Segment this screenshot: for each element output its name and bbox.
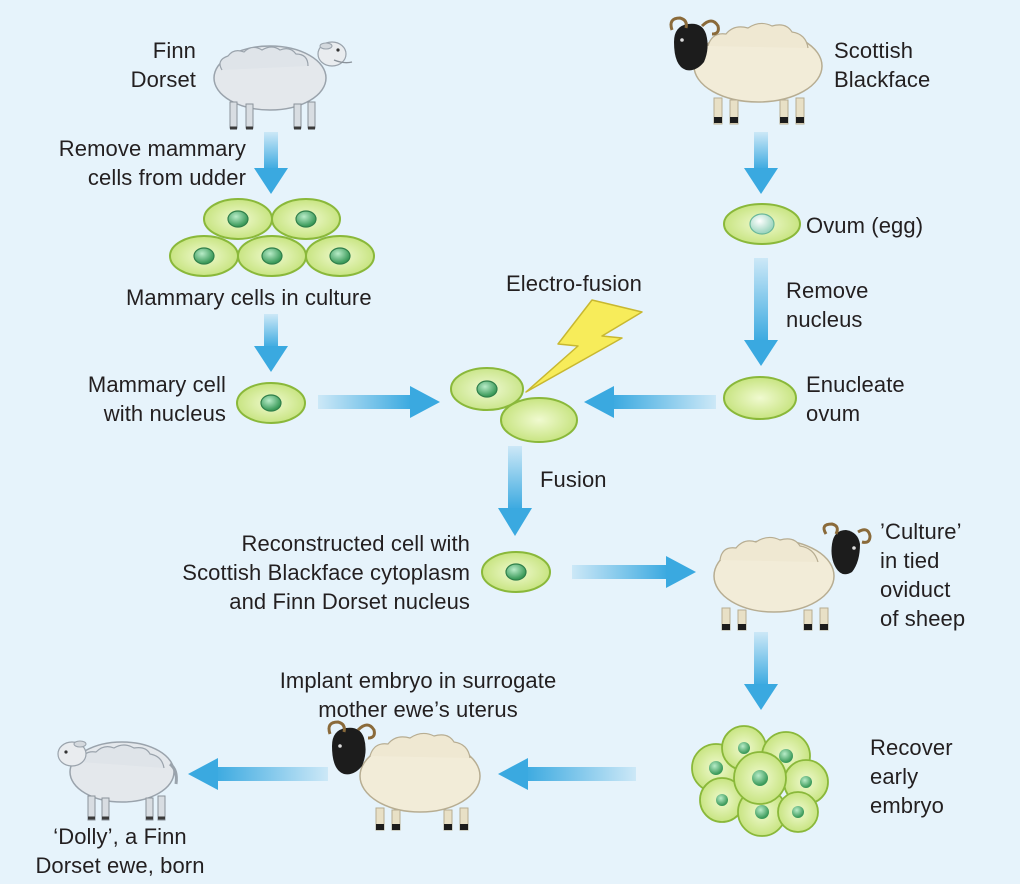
- label-scottish-blackface: Scottish Blackface: [834, 38, 931, 92]
- finn-dorset-sheep-icon: [213, 41, 353, 130]
- arrow-finn-to-cells: [254, 132, 288, 194]
- arrow-oviduct-to-embryo: [744, 632, 778, 710]
- arrow-surrogate-to-dolly: [188, 758, 328, 790]
- arrow-cell-to-fusion: [318, 386, 440, 418]
- label-mammary-culture: Mammary cells in culture: [126, 285, 372, 310]
- arrow-enucleate-to-fusion: [584, 386, 716, 418]
- arrow-reconstructed-to-oviduct: [572, 556, 696, 588]
- arrow-fusion-down: [498, 446, 532, 536]
- label-implant-embryo: Implant embryo in surrogate mother ewe’s…: [279, 668, 557, 722]
- label-remove-mammary: Remove mammary cells from udder: [58, 136, 246, 190]
- label-enucleate-ovum: Enucleate ovum: [806, 372, 905, 426]
- label-finn-dorset: Finn Dorset: [130, 38, 196, 92]
- culture-sheep-icon: [713, 522, 872, 631]
- scottish-blackface-sheep-icon: [669, 16, 823, 125]
- mammary-cell-icon: [236, 382, 306, 424]
- ovum-cell-icon: [723, 203, 801, 245]
- arrow-ovum-to-enucleate: [744, 258, 778, 366]
- mammary-cells-cluster: [169, 198, 375, 277]
- reconstructed-cell-icon: [481, 551, 551, 593]
- lightning-bolt-icon: [525, 299, 643, 393]
- label-culture-oviduct: ’Culture’ in tied oviduct of sheep: [880, 519, 966, 631]
- fusion-cells-icon: [450, 367, 578, 443]
- label-mammary-cell-nucleus: Mammary cell with nucleus: [87, 372, 226, 426]
- label-dolly: ‘Dolly’, a Finn Dorset ewe, born: [35, 824, 205, 878]
- arrow-culture-to-cell: [254, 314, 288, 372]
- label-ovum-egg: Ovum (egg): [806, 213, 924, 238]
- label-reconstructed-cell: Reconstructed cell with Scottish Blackfa…: [182, 531, 470, 614]
- label-recover-embryo: Recover early embryo: [870, 735, 953, 818]
- arrow-blackface-to-ovum: [744, 132, 778, 194]
- arrow-embryo-to-surrogate: [498, 758, 636, 790]
- label-electro-fusion: Electro-fusion: [506, 271, 642, 296]
- dolly-sheep-icon: [57, 740, 178, 821]
- surrogate-sheep-icon: [327, 720, 481, 831]
- embryo-icon: [691, 725, 829, 837]
- label-remove-nucleus: Remove nucleus: [786, 278, 869, 332]
- label-fusion: Fusion: [540, 467, 607, 492]
- enucleate-ovum-icon: [723, 376, 797, 420]
